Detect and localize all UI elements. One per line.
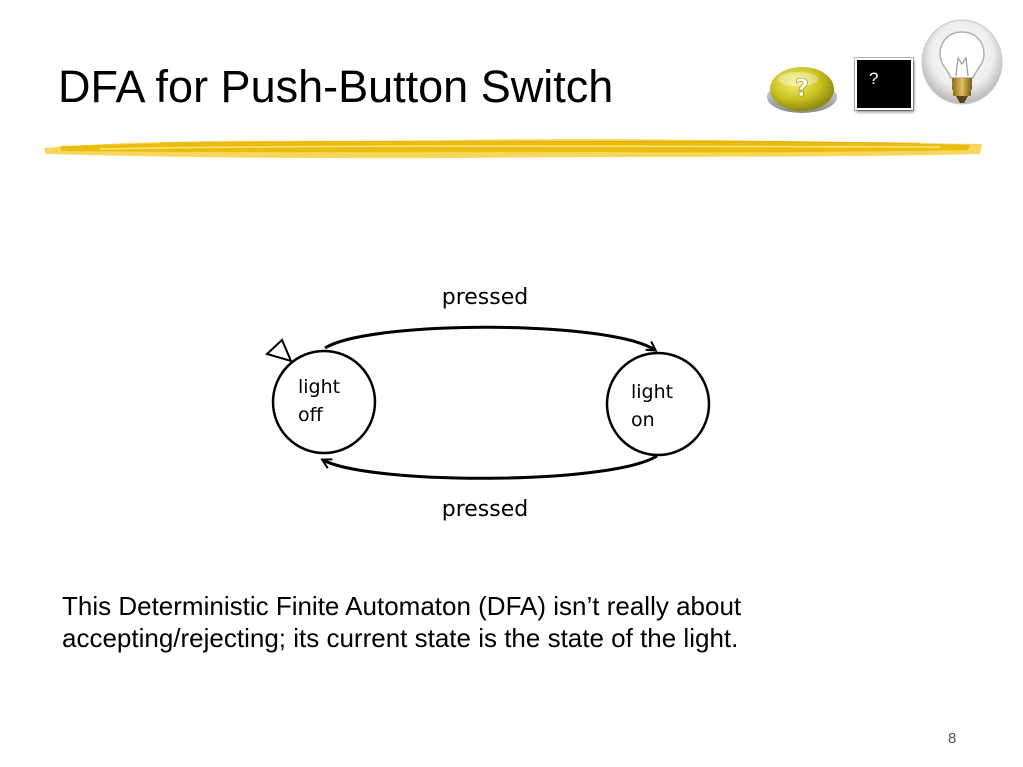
help-question-button-icon[interactable]: ? xyxy=(764,59,840,117)
start-arrow xyxy=(265,338,293,363)
state-light-off-label-line1: light xyxy=(298,376,340,398)
transition-off-to-on-arrow xyxy=(324,325,655,350)
slide-body-text: This Deterministic Finite Automaton (DFA… xyxy=(62,591,742,653)
state-light-on[interactable] xyxy=(605,351,711,457)
transition-on-to-off-arrow xyxy=(323,454,658,480)
question-box-button[interactable]: ? xyxy=(855,58,913,110)
state-light-off-label-line2: off xyxy=(298,404,324,426)
svg-text:?: ? xyxy=(795,74,809,102)
lightbulb-icon xyxy=(921,19,1003,105)
transition-label-top: pressed xyxy=(442,285,529,310)
state-light-on-label-line1: light xyxy=(631,381,673,403)
state-light-on-label-line2: on xyxy=(631,409,655,431)
page-number: 8 xyxy=(948,730,957,747)
question-box-label: ? xyxy=(869,69,879,88)
title-underline-brushstroke xyxy=(44,139,982,159)
slide-title: DFA for Push-Button Switch xyxy=(58,61,614,112)
state-light-off[interactable] xyxy=(271,349,377,455)
dfa-state-diagram: pressed pressed light off light on xyxy=(265,285,711,522)
transition-label-bottom: pressed xyxy=(442,497,529,522)
